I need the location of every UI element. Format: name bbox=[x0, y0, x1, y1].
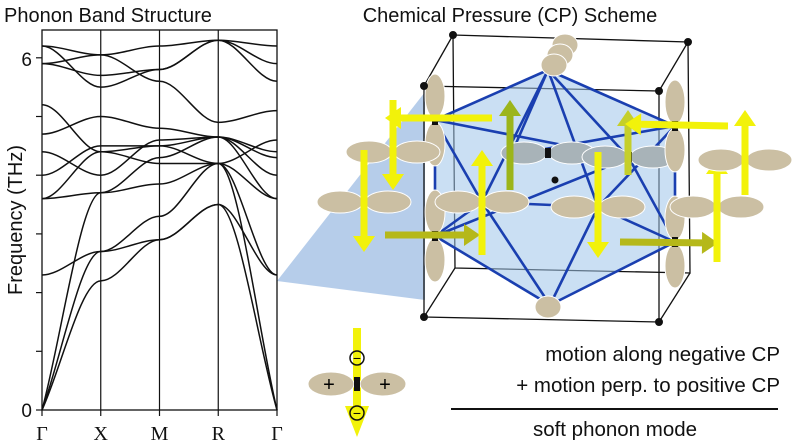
phonon-band-band2 bbox=[41, 162, 278, 411]
minus-circle-icon bbox=[349, 405, 365, 421]
cp-lobe bbox=[581, 145, 629, 169]
phonon-band-band12 bbox=[41, 39, 278, 56]
legend-line-2: + motion perp. to positive CP bbox=[516, 374, 780, 397]
phonon-band-band3 bbox=[41, 162, 278, 411]
k-point-label: Γ bbox=[36, 423, 48, 445]
plus-sign: + bbox=[379, 374, 391, 396]
displacement-arrow-icon bbox=[734, 110, 756, 195]
phonon-band-band8 bbox=[41, 136, 278, 176]
minus-sign: − bbox=[353, 405, 361, 421]
legend-arrow-head-icon bbox=[345, 406, 369, 437]
cp-lobe bbox=[550, 195, 598, 219]
cp-lobe bbox=[345, 140, 393, 164]
arrow-shaft bbox=[619, 238, 703, 247]
cp-lobe bbox=[424, 237, 446, 283]
cp-atom bbox=[434, 190, 530, 214]
displacement-arrow-icon bbox=[619, 231, 718, 254]
phonon-band-band13 bbox=[41, 54, 278, 124]
cp-lobe bbox=[745, 148, 793, 172]
arrow-head bbox=[625, 113, 642, 136]
cp-scheme-title: Chemical Pressure (CP) Scheme bbox=[363, 5, 658, 27]
legend-line-1: motion along negative CP bbox=[545, 343, 780, 366]
arrow-head bbox=[464, 224, 480, 246]
cp-lobe bbox=[424, 73, 446, 119]
ytick-label: 0 bbox=[21, 401, 32, 422]
displacement-arrow-icon bbox=[587, 152, 609, 258]
phonon-band-band6 bbox=[41, 136, 278, 200]
phonon-band-band14 bbox=[41, 39, 278, 88]
cp-lobe bbox=[664, 79, 686, 125]
cp-lobe bbox=[482, 190, 530, 214]
cp-lobe bbox=[717, 195, 765, 219]
cp-lobe bbox=[664, 243, 686, 289]
arrow-shaft bbox=[640, 120, 729, 130]
cp-lobe bbox=[534, 295, 562, 319]
legend-result: soft phonon mode bbox=[533, 418, 697, 441]
cp-scheme bbox=[316, 31, 793, 326]
ytick-label: 6 bbox=[21, 50, 32, 71]
minus-sign: − bbox=[353, 350, 361, 366]
cp-lobe bbox=[540, 53, 568, 77]
minus-circle-icon bbox=[349, 350, 365, 366]
atom-icon bbox=[354, 377, 360, 391]
arrow-head bbox=[382, 174, 404, 190]
cp-lobe bbox=[598, 195, 646, 219]
displacement-arrow-icon bbox=[385, 224, 480, 246]
k-point-label: Γ bbox=[271, 423, 283, 445]
arrow-head bbox=[587, 242, 609, 258]
atom bbox=[545, 148, 551, 158]
k-point-label: R bbox=[212, 423, 226, 445]
cell-corner-atoms bbox=[420, 31, 692, 326]
arrow-head bbox=[701, 231, 718, 254]
cp-lobe bbox=[664, 127, 686, 173]
cp-atom bbox=[345, 140, 441, 164]
arrow-head bbox=[353, 236, 375, 252]
band-plot: 6 0 Frequency (THz) Γ X M R Γ bbox=[5, 29, 283, 445]
band-structure-title: Phonon Band Structure bbox=[4, 5, 212, 27]
y-axis-label: Frequency (THz) bbox=[5, 145, 27, 295]
cp-lobe bbox=[364, 190, 412, 214]
cp-lobe bbox=[434, 190, 482, 214]
k-point-label: M bbox=[151, 423, 169, 445]
arrow-head bbox=[499, 100, 521, 116]
phonon-band-band9 bbox=[41, 115, 278, 159]
plus-sign: + bbox=[323, 374, 335, 396]
cp-atom bbox=[550, 195, 646, 219]
displacement-arrow-icon bbox=[382, 100, 404, 190]
cell-center-atom bbox=[551, 176, 559, 184]
k-point-label: X bbox=[94, 423, 109, 445]
displacement-arrow-icon bbox=[499, 100, 521, 190]
displacement-arrow-icon bbox=[625, 113, 729, 136]
legend-arrow-shaft bbox=[353, 328, 361, 406]
phonon-band-band4 bbox=[41, 203, 278, 276]
cp-legend: + + − − motion along negative CP + motio… bbox=[307, 328, 780, 441]
arrow-head bbox=[734, 110, 756, 126]
phonon-band-band10 bbox=[41, 104, 278, 165]
cp-atom bbox=[669, 195, 765, 219]
arrow-head bbox=[471, 150, 493, 166]
cp-lobe bbox=[316, 190, 364, 214]
displacement-arrow-icon bbox=[353, 150, 375, 252]
displacement-arrow-icon bbox=[471, 150, 493, 255]
cp-atom bbox=[697, 148, 793, 172]
cp-lobe bbox=[697, 148, 745, 172]
cp-lobe bbox=[393, 140, 441, 164]
cp-lobe bbox=[669, 195, 717, 219]
